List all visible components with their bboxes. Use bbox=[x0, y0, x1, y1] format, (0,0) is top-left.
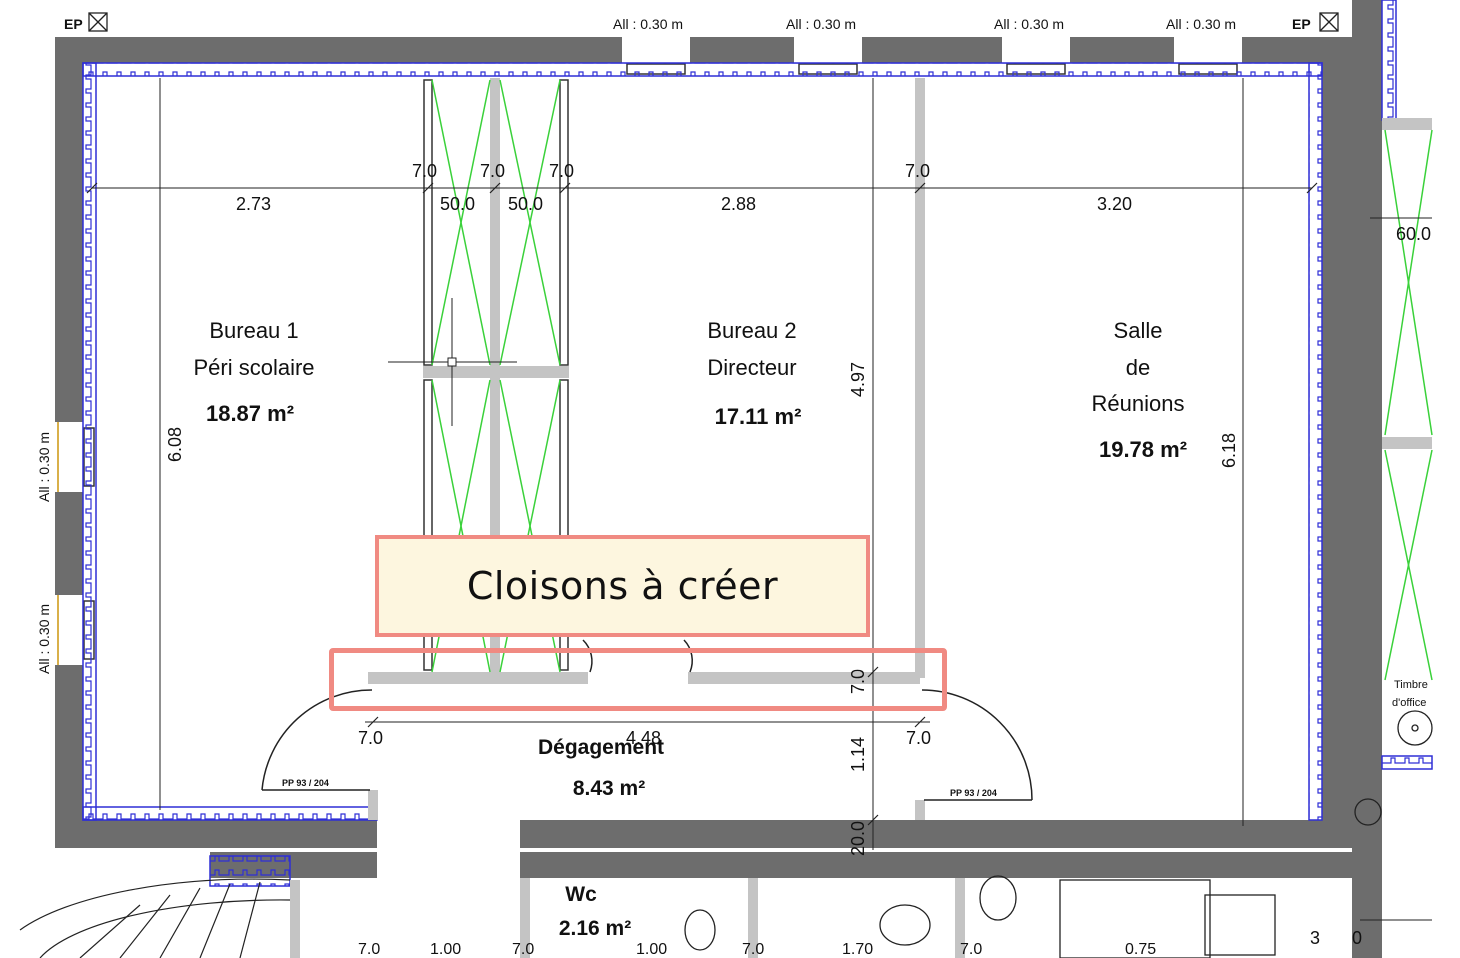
partitions bbox=[290, 78, 1432, 958]
room-name: Bureau 1 bbox=[209, 318, 298, 343]
dim-room: 60.0 bbox=[1396, 224, 1431, 244]
dim-wall: 20.0 bbox=[848, 821, 868, 856]
dim-room: 3.20 bbox=[1097, 194, 1132, 214]
room-area: 17.11 m² bbox=[715, 404, 802, 429]
door-swings bbox=[261, 639, 1033, 801]
dim-wall: 7.0 bbox=[848, 669, 868, 694]
ep-label: EP bbox=[64, 16, 83, 32]
callout-text: Cloisons à créer bbox=[466, 564, 779, 608]
plan-texts: EP EP All : 0.30 m All : 0.30 m All : 0.… bbox=[36, 16, 1431, 958]
staircase bbox=[19, 878, 291, 958]
window-label: All : 0.30 m bbox=[1166, 16, 1236, 32]
dim-room: 2.73 bbox=[236, 194, 271, 214]
window-label: All : 0.30 m bbox=[994, 16, 1064, 32]
fixture-label: Timbre bbox=[1394, 679, 1428, 691]
cupboard-frames bbox=[423, 79, 569, 671]
room-name: Dégagement bbox=[538, 736, 664, 759]
door-label: PP 93 / 204 bbox=[950, 788, 997, 798]
wc-fixtures bbox=[684, 710, 1433, 958]
room-name: Directeur bbox=[707, 355, 796, 380]
dim-partition: 7.0 bbox=[480, 161, 505, 181]
dim-door: 50.0 bbox=[508, 194, 543, 214]
room-area: 18.87 m² bbox=[206, 401, 294, 426]
room-name: Wc bbox=[565, 883, 597, 906]
room-name: Bureau 2 bbox=[707, 318, 796, 343]
bottom-dim: 7.0 bbox=[512, 941, 534, 958]
bottom-dim: 7.0 bbox=[742, 941, 764, 958]
dim-height: 6.18 bbox=[1219, 433, 1239, 468]
window-label: All : 0.30 m bbox=[786, 16, 856, 32]
bottom-dim: 0 bbox=[1352, 928, 1362, 948]
dim-door: 50.0 bbox=[440, 194, 475, 214]
bottom-dim: 1.70 bbox=[842, 941, 873, 958]
bottom-dim: 0.75 bbox=[1125, 941, 1156, 958]
bottom-dim: 3 bbox=[1310, 928, 1320, 948]
room-name: de bbox=[1126, 355, 1150, 380]
room-area: 19.78 m² bbox=[1099, 437, 1187, 462]
door-label: PP 93 / 204 bbox=[282, 778, 329, 788]
bottom-dim: 7.0 bbox=[358, 941, 380, 958]
room-name: Péri scolaire bbox=[193, 355, 314, 380]
room-area: 8.43 m² bbox=[573, 777, 645, 800]
ep-markers bbox=[88, 12, 1339, 32]
room-name: Réunions bbox=[1092, 391, 1185, 416]
partition-highlight-frame bbox=[329, 648, 947, 711]
bottom-dim: 1.00 bbox=[636, 941, 667, 958]
dim-corridor: 1.14 bbox=[848, 737, 868, 772]
window-label: All : 0.30 m bbox=[36, 604, 52, 674]
room-area: 2.16 m² bbox=[559, 917, 631, 940]
cursor-crosshair bbox=[388, 298, 517, 426]
exterior-walls bbox=[55, 0, 1382, 958]
insulation bbox=[82, 0, 1433, 887]
bottom-dim: 7.0 bbox=[960, 941, 982, 958]
window-label: All : 0.30 m bbox=[613, 16, 683, 32]
fixture-label: d'office bbox=[1392, 697, 1426, 709]
annotation-callout: Cloisons à créer bbox=[375, 535, 870, 637]
dim-partition: 7.0 bbox=[905, 161, 930, 181]
ep-label: EP bbox=[1292, 16, 1311, 32]
bottom-dim: 1.00 bbox=[430, 941, 461, 958]
dim-partition: 7.0 bbox=[412, 161, 437, 181]
room-name: Salle bbox=[1114, 318, 1163, 343]
dim-wall: 7.0 bbox=[358, 728, 383, 748]
dimension-ticks bbox=[86, 182, 1318, 826]
dim-height: 6.08 bbox=[165, 427, 185, 462]
dim-wall: 7.0 bbox=[906, 728, 931, 748]
dim-corridor: 4.48 bbox=[626, 728, 661, 748]
dimension-lines bbox=[92, 78, 1432, 921]
dim-partition: 7.0 bbox=[549, 161, 574, 181]
dim-height: 4.97 bbox=[848, 362, 868, 397]
window-label: All : 0.30 m bbox=[36, 432, 52, 502]
dim-room: 2.88 bbox=[721, 194, 756, 214]
